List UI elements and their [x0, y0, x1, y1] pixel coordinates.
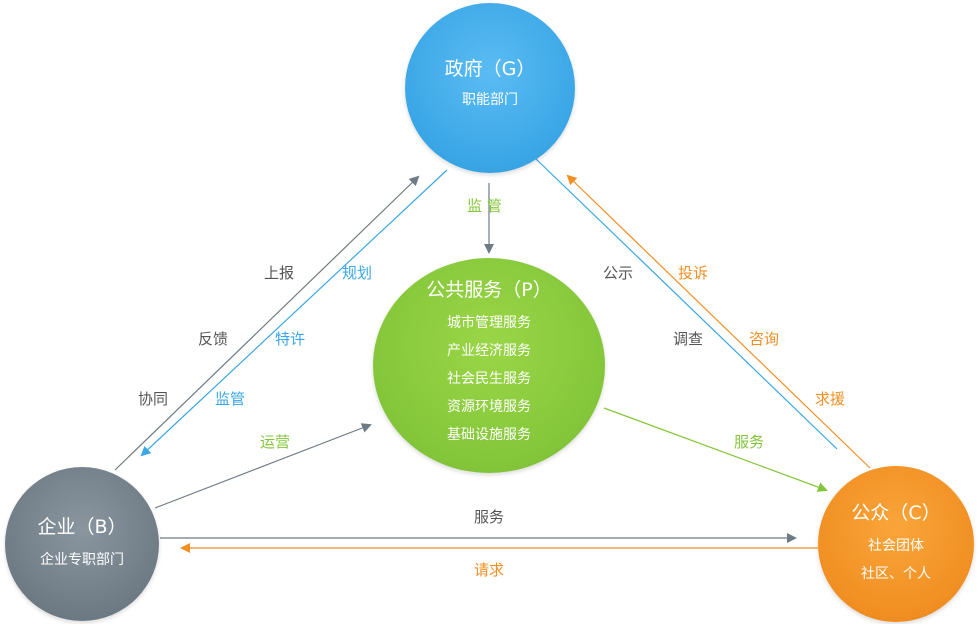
enterprise-node: 企业（B） 企业专职部门 — [5, 467, 159, 621]
enterprise-title: 企业（B） — [37, 516, 127, 538]
edge-label-g-to-c: 调查 — [673, 330, 704, 348]
arrow-c-to-g — [566, 174, 871, 469]
arrow-p-to-c — [603, 407, 828, 492]
edge-label-g-to-c: 公示 — [603, 264, 634, 282]
enterprise-subtitle: 企业专职部门 — [40, 552, 124, 568]
government-subtitle: 职能部门 — [462, 92, 518, 108]
arrow-b-to-p — [154, 423, 372, 509]
edge-label-c-to-g: 咨询 — [749, 330, 780, 348]
edge-label-c-to-g: 投诉 — [678, 264, 709, 282]
edge-label-g-to-b: 特许 — [275, 330, 306, 348]
arrow-b-to-g — [114, 175, 420, 471]
edge-label-b-to-g: 反馈 — [198, 330, 229, 348]
edge-label-c-to-b: 请求 — [474, 561, 505, 579]
public-subtitle-line: 社会团体 — [868, 538, 924, 554]
edge-label-g-to-p: 监 管 — [467, 197, 502, 215]
edge-label-c-to-g: 求援 — [815, 390, 846, 408]
line-g-to-c — [534, 157, 838, 450]
public-subtitle-line: 社区、个人 — [861, 566, 931, 582]
edge-label-g-to-b: 监管 — [215, 390, 246, 408]
edge-label-g-to-b: 规划 — [342, 264, 373, 282]
public-title: 公众（C） — [851, 502, 941, 524]
public-service-item: 城市管理服务 — [447, 314, 531, 331]
edge-label-b-to-c: 服务 — [474, 508, 505, 526]
public-service-item: 基础设施服务 — [447, 426, 531, 443]
arrow-g-to-b — [140, 169, 448, 457]
public-service-title: 公共服务（P） — [426, 278, 552, 301]
edge-label-b-to-g: 协同 — [138, 390, 169, 408]
public-service-item: 产业经济服务 — [447, 342, 531, 359]
government-title: 政府（G） — [444, 58, 536, 80]
edge-label-b-to-g: 上报 — [264, 264, 295, 282]
public-service-item: 社会民生服务 — [447, 370, 531, 387]
edge-label-p-to-c: 服务 — [734, 433, 765, 451]
public-node: 公众（C） 社会团体 社区、个人 — [818, 466, 974, 622]
public-service-item: 资源环境服务 — [447, 398, 531, 415]
public-service-node: 公共服务（P） 城市管理服务 产业经济服务 社会民生服务 资源环境服务 基础设施… — [373, 258, 605, 473]
government-node: 政府（G） 职能部门 — [405, 3, 575, 173]
edge-label-b-to-p: 运营 — [260, 433, 291, 451]
